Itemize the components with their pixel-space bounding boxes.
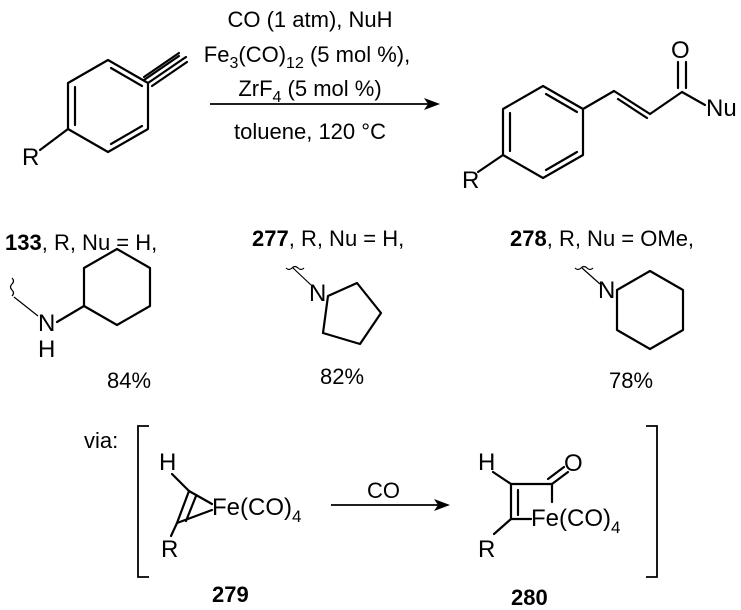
r-group-label: R [22,144,39,171]
attachment-wavy-278 [574,265,601,285]
mechanism-arrowhead [434,499,450,511]
intermediate-279: H Fe(CO)4 R 279 [159,449,301,607]
pyrrolidine-nitrogen: N [309,280,326,307]
example-133: 133, R, Nu = H, N H 84% [5,230,157,393]
attachment-wavy-277 [285,265,312,286]
condition-line-4: toluene, 120 °C [234,119,386,144]
example-278-caption: 278, R, Nu = OMe, [510,226,694,251]
example-133-caption: 133, R, Nu = H, [5,230,157,255]
compound-280-label: 280 [511,585,548,610]
condition-line-2: Fe3(CO)12 (5 mol %), [204,42,410,72]
benzene-ring-product [501,84,585,180]
example-278-yield: 78% [609,368,653,393]
reaction-conditions: CO (1 atm), NuH Fe3(CO)12 (5 mol %), ZrF… [204,7,440,144]
nh-nitrogen: N [38,310,55,337]
example-277-caption: 277, R, Nu = H, [252,226,404,251]
mechanism: via: H Fe(CO)4 R 279 CO H [84,425,658,610]
left-bracket [137,425,149,578]
reaction-arrowhead [424,98,440,110]
example-277: 277, R, Nu = H, N 82% [252,226,404,389]
r-group-label-product: R [462,167,479,194]
pyrrolidine-ring [321,281,383,346]
attachment-wavy-133 [9,277,39,317]
mechanism-arrow-label: CO [367,478,400,503]
nh-hydrogen: H [38,336,55,363]
product: O Nu R [462,37,737,194]
example-277-yield: 82% [320,364,364,389]
benzene-ring-sm [66,58,150,154]
nu-label: Nu [706,95,737,122]
piperidine-ring [615,269,685,351]
fe-co4-280: Fe(CO)4 [531,505,620,537]
right-bracket [646,425,658,578]
r-279: R [161,536,178,563]
h-280: H [478,449,495,476]
carbonyl-oxygen-280: O [564,450,583,477]
starting-material: R [22,51,189,171]
example-133-yield: 84% [107,368,151,393]
alkyne-bond [142,51,189,88]
condition-line-1: CO (1 atm), NuH [227,7,392,32]
carbonyl-oxygen: O [671,37,690,64]
h-279: H [159,449,176,476]
compound-279-label: 279 [212,582,249,607]
cyclohexyl-ring [82,247,152,327]
fe-co4-279: Fe(CO)4 [212,494,301,526]
r-280: R [478,536,495,563]
intermediate-280: H O Fe(CO)4 R 280 [478,449,620,610]
example-278: 278, R, Nu = OMe, N 78% [510,226,694,393]
via-label: via: [84,428,118,453]
piperidine-nitrogen: N [598,277,615,304]
condition-line-3: ZrF4 (5 mol %) [238,76,381,106]
